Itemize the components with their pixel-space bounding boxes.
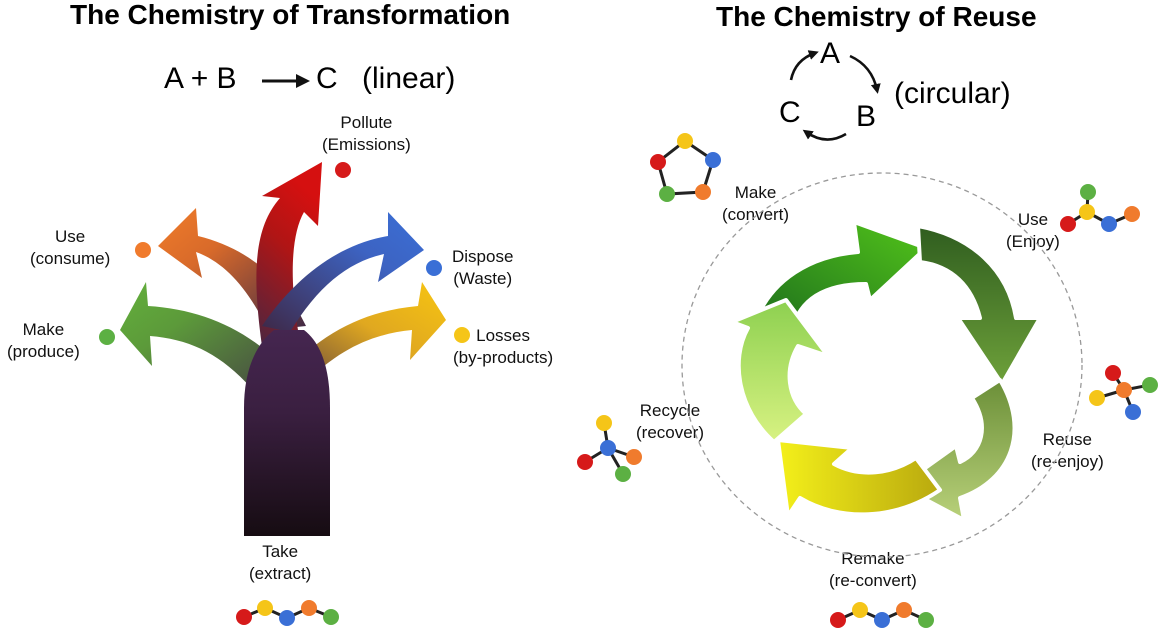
label-pollute: Pollute(Emissions) [322,113,411,154]
circular-title: The Chemistry of Reuse [716,1,1037,32]
dot-make [99,329,115,345]
recycle-arrows [730,220,1042,522]
label-circ-make: Make(convert) [722,183,790,224]
linear-title: The Chemistry of Transformation [70,0,511,30]
cycle-letter-a: A [820,37,841,70]
dot-dispose [426,260,442,276]
arrow-pollute [256,162,322,360]
equation-product: C [316,62,338,95]
arrow-circ-use [916,224,1042,386]
dot-use [135,242,151,258]
cycle-letter-c: C [779,96,801,129]
label-use: Use(consume) [30,227,111,268]
arrow-dispose [262,212,424,332]
molecule-chain-left [236,600,339,626]
cycle-letter-b: B [856,100,877,133]
label-dispose: Dispose(Waste) [452,247,514,288]
label-circ-recycle: Recycle(recover) [636,401,705,442]
cycle-kind: (circular) [894,77,1011,110]
cycle-orbit [681,172,1083,558]
cycle-arrows [789,50,881,141]
molecule-chain-right [830,602,934,628]
equation-kind: (linear) [362,62,456,95]
dot-pollute [335,162,351,178]
arrow-circ-recycle [730,298,830,444]
linear-tree [99,162,470,536]
label-losses: Losses(by-products) [453,326,554,367]
arrow-circ-remake [776,438,942,518]
label-circ-use: Use(Enjoy) [1006,210,1060,251]
molecule-recycle [577,415,642,482]
label-circ-reuse: Reuse(re-enjoy) [1031,430,1104,471]
label-make: Make(produce) [7,320,80,361]
equation-arrow [262,74,310,88]
molecule-use [1060,184,1140,232]
label-take: Take(extract) [249,542,312,583]
molecule-reuse [1089,365,1158,420]
label-circ-remake: Remake(re-convert) [829,549,917,590]
molecule-ring [650,133,721,202]
dot-losses [454,327,470,343]
equation-reactants: A + B [164,62,237,95]
arrow-take-trunk [244,330,330,536]
